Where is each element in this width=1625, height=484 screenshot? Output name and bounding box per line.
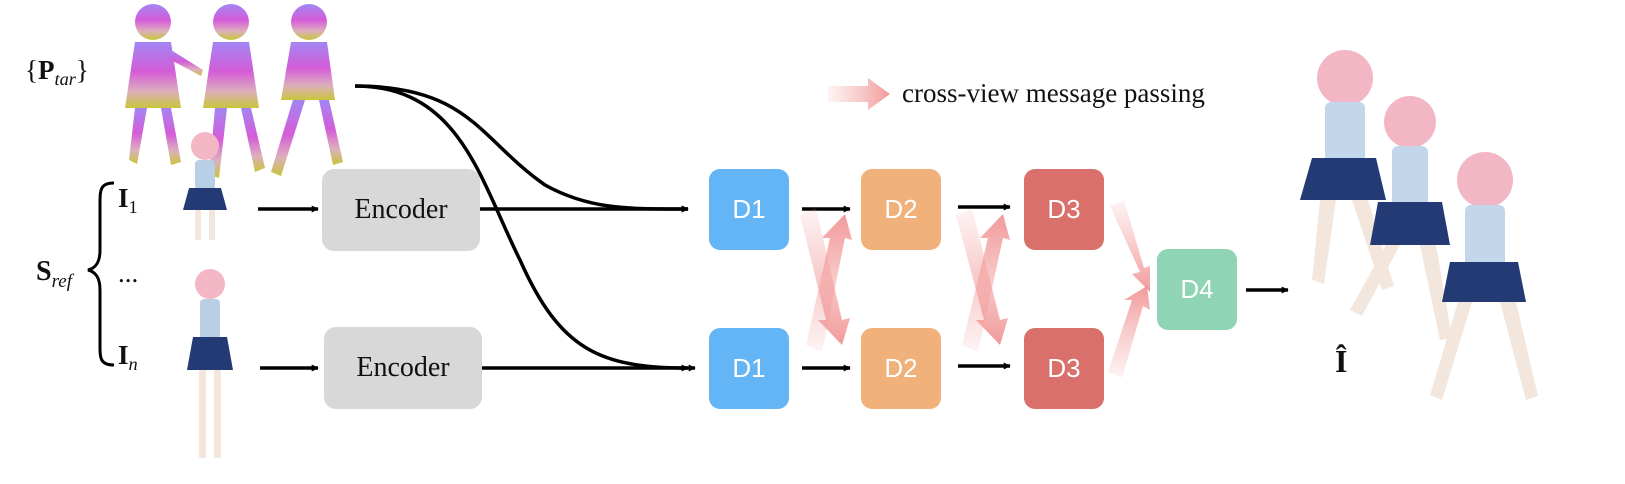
decoder-d3-bottom: D3 <box>1024 328 1104 409</box>
reference-character-figure-icon <box>187 269 233 458</box>
decoder-d3-top: D3 <box>1024 169 1104 250</box>
legend-label: cross-view message passing <box>902 78 1205 108</box>
decoder-d4: D4 <box>1157 249 1237 330</box>
reference-set-brace <box>87 181 115 367</box>
encoder-top: Encoder <box>322 169 480 251</box>
reference-image-1-label: I1 <box>118 183 138 218</box>
reference-image-n-label: In <box>118 340 138 375</box>
decoder-d2-bottom: D2 <box>861 328 941 409</box>
reference-set-label: Sref <box>36 256 73 292</box>
reference-character-figure-icon <box>183 132 227 240</box>
reference-ellipsis-label: ... <box>118 258 139 288</box>
generated-character-figure-icon <box>1300 50 1538 400</box>
target-pose-label: {Ptar} <box>25 55 89 90</box>
decoder-d1-top: D1 <box>709 169 789 250</box>
legend-arrow-icon <box>828 78 890 110</box>
decoder-d1-bottom: D1 <box>709 328 789 409</box>
pose-to-d1-bottom-curve <box>354 84 689 372</box>
decoder-d2-top: D2 <box>861 169 941 250</box>
encoder-bottom: Encoder <box>324 327 482 409</box>
pose-map-figure-icon <box>125 4 343 178</box>
output-image-label: Î <box>1335 343 1348 379</box>
message-passing-d3-d4 <box>1108 200 1150 378</box>
message-passing-d1-d2 <box>800 208 852 352</box>
message-passing-d2-d3 <box>956 208 1010 352</box>
